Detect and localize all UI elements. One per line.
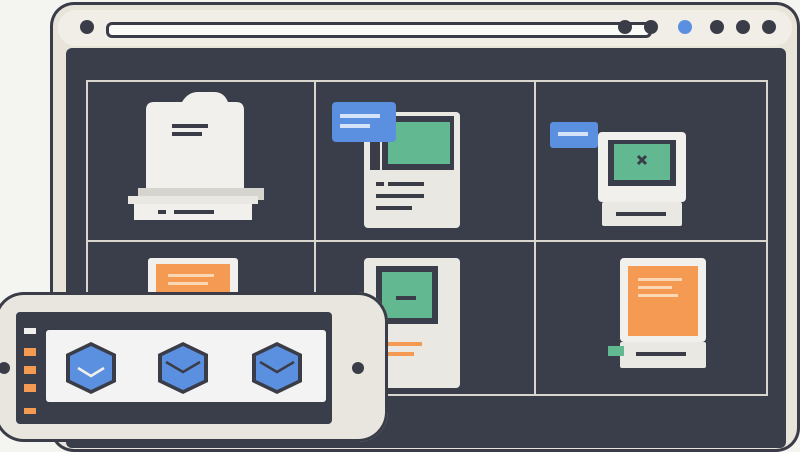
window-dot-icon[interactable] (618, 20, 632, 34)
tablet-sidebar-item[interactable] (24, 328, 36, 334)
tablet-sidebar-item[interactable] (24, 384, 36, 392)
tablet-button-icon (0, 362, 10, 374)
clipboard-icon[interactable] (608, 258, 718, 390)
monitor-icon[interactable] (550, 122, 710, 232)
window-dot-icon[interactable] (644, 20, 658, 34)
tablet-camera-icon (352, 362, 364, 374)
window-dot-icon[interactable] (80, 20, 94, 34)
cube-icon[interactable] (64, 340, 118, 396)
green-screen-card-icon[interactable] (364, 258, 464, 392)
address-bar[interactable] (106, 22, 652, 38)
cube-icon[interactable] (156, 340, 210, 396)
window-dot-icon[interactable] (736, 20, 750, 34)
tablet-sidebar-item[interactable] (24, 366, 36, 374)
document-card-icon[interactable] (332, 102, 472, 232)
content-grid (86, 80, 768, 396)
grid-divider (534, 82, 536, 394)
grid-divider (88, 240, 766, 242)
window-dot-icon[interactable] (710, 20, 724, 34)
tablet-sidebar-item[interactable] (24, 408, 36, 414)
browser-toolbar (58, 10, 792, 46)
tablet-sidebar-item[interactable] (24, 348, 36, 356)
active-dot-icon[interactable] (678, 20, 692, 34)
window-dot-icon[interactable] (762, 20, 776, 34)
printer-icon[interactable] (128, 92, 278, 222)
tablet-device (0, 292, 388, 442)
cube-icon[interactable] (250, 340, 304, 396)
tablet-screen (16, 312, 332, 424)
tablet-content-panel (46, 330, 326, 402)
grid-divider (314, 82, 316, 394)
